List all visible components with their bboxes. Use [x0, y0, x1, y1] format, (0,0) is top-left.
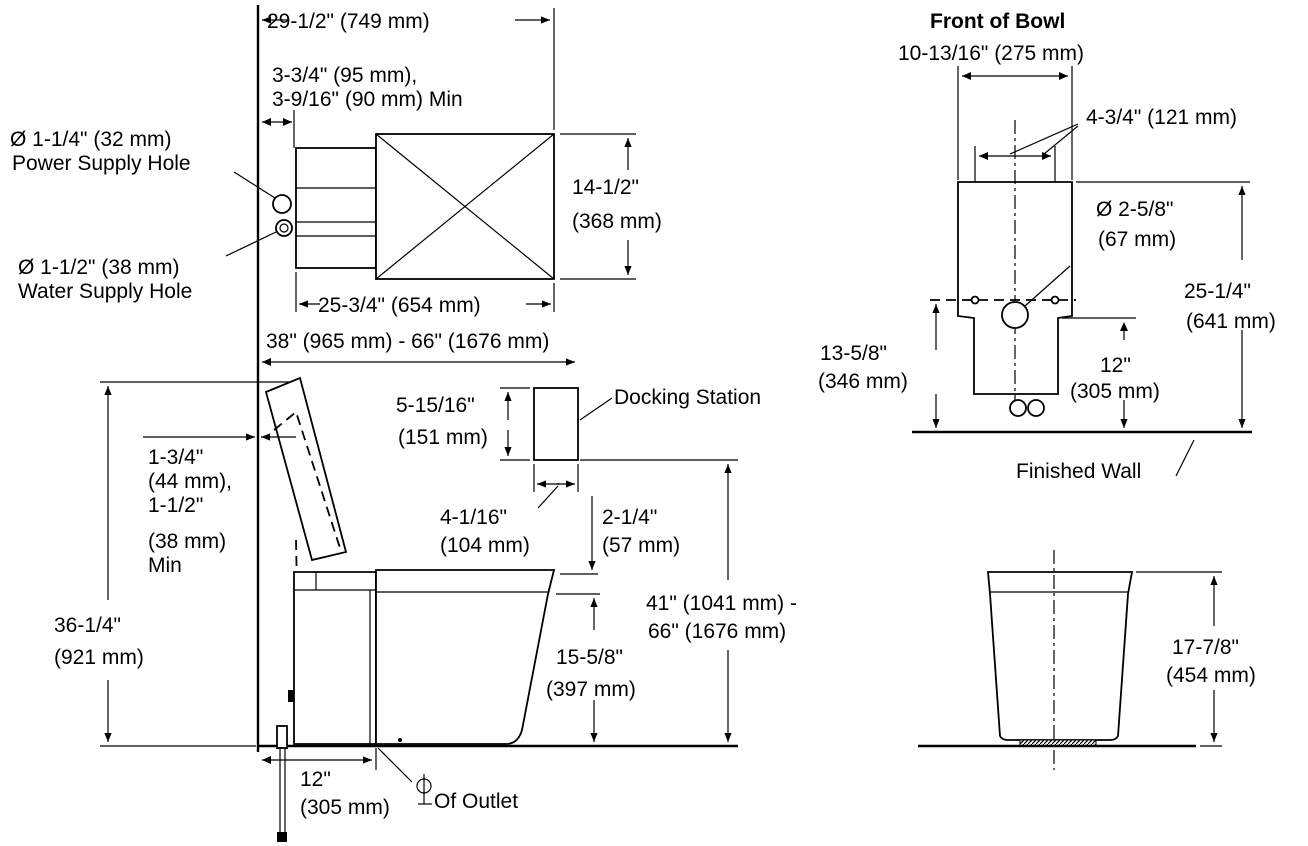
left-height-label-2: (346 mm) — [818, 370, 908, 393]
dock-mount-label-1: 41" (1041 mm) - — [646, 592, 797, 615]
dock-height-label-2: (151 mm) — [398, 426, 488, 449]
seat-height-label-1: 15-5/8" — [556, 646, 623, 669]
depth-label-1: 14-1/2" — [572, 176, 639, 199]
dock-offset-label-2: (57 mm) — [602, 534, 680, 557]
docking-station-label: Docking Station — [614, 386, 761, 409]
power-hole-label-1: Ø 1-1/4" (32 mm) — [10, 128, 172, 151]
front-bowl-width-label: 10-13/16" (275 mm) — [898, 42, 1084, 65]
dock-width-label-1: 4-1/16" — [440, 506, 507, 529]
inner-height-label-2: (305 mm) — [1070, 380, 1160, 403]
setback-label-1: 3-3/4" (95 mm), — [272, 64, 417, 87]
front-toilet-outline — [987, 571, 1134, 741]
setback-label-2: 3-9/16" (90 mm) Min — [272, 88, 463, 111]
inner-height-label-1: 12" — [1100, 354, 1131, 377]
front-of-bowl-view: Front of Bowl 10-13/16" (275 mm) 4-3/4" … — [818, 10, 1276, 483]
power-supply-hole — [272, 194, 292, 214]
depth-label-2: (368 mm) — [572, 210, 662, 233]
hole-spacing-label: 4-3/4" (121 mm) — [1086, 106, 1237, 129]
dock-height-label-1: 5-15/16" — [396, 394, 475, 417]
lid-gap-label-2: (44 mm), — [148, 470, 232, 493]
dock-width-label-2: (104 mm) — [440, 534, 530, 557]
front-height-label-2: (454 mm) — [1166, 664, 1256, 687]
power-hole-label-2: Power Supply Hole — [12, 152, 191, 175]
top-width-label: 29-1/2" (749 mm) — [267, 10, 430, 33]
lid-gap-label-4: (38 mm) — [148, 530, 226, 553]
dock-offset-label-1: 2-1/4" — [602, 506, 657, 529]
outlet-hole-label-1: Ø 2-5/8" — [1096, 198, 1174, 221]
front-height-label-1: 17-7/8" — [1172, 636, 1239, 659]
side-tank — [293, 571, 377, 745]
dock-mount-label-2: 66" (1676 mm) — [648, 620, 786, 643]
outlet-label-1: 12" — [300, 768, 331, 791]
side-view: 38" (965 mm) - 66" (1676 mm) 36-1/4" (92… — [54, 330, 797, 842]
outlet-hole — [1001, 301, 1029, 329]
outlet-label: Of Outlet — [434, 790, 518, 813]
finished-wall-label: Finished Wall — [1016, 460, 1141, 483]
seat-height-label-2: (397 mm) — [546, 678, 636, 701]
water-hole-label-2: Water Supply Hole — [18, 280, 192, 303]
front-bowl-title: Front of Bowl — [930, 10, 1065, 33]
lid-gap-label-3: 1-1/2" — [148, 494, 203, 517]
front-bowl-height-label-1: 25-1/4" — [1184, 280, 1251, 303]
top-view: 29-1/2" (749 mm) 3-3/4" (95 mm), 3-9/16"… — [10, 8, 662, 317]
left-height-label-1: 13-5/8" — [820, 342, 887, 365]
water-supply-hole — [275, 219, 293, 237]
water-hole-label-1: Ø 1-1/2" (38 mm) — [18, 256, 180, 279]
docking-station — [533, 387, 579, 461]
clearance-label: 38" (965 mm) - 66" (1676 mm) — [266, 330, 549, 353]
front-view: 17-7/8" (454 mm) — [918, 550, 1256, 770]
side-bowl — [375, 569, 556, 745]
outlet-label-2: (305 mm) — [300, 796, 390, 819]
lid-height-label-1: 36-1/4" — [54, 614, 121, 637]
lid-gap-label-5: Min — [148, 554, 182, 577]
rear-tank-box — [295, 147, 377, 269]
lid-height-label-2: (921 mm) — [54, 646, 144, 669]
front-bowl-height-label-2: (641 mm) — [1186, 310, 1276, 333]
centerline-icon — [416, 774, 432, 805]
tank-width-label: 25-3/4" (654 mm) — [318, 294, 481, 317]
lid-gap-label-1: 1-3/4" — [148, 446, 203, 469]
outlet-hole-label-2: (67 mm) — [1098, 228, 1176, 251]
raised-lid — [264, 376, 348, 562]
